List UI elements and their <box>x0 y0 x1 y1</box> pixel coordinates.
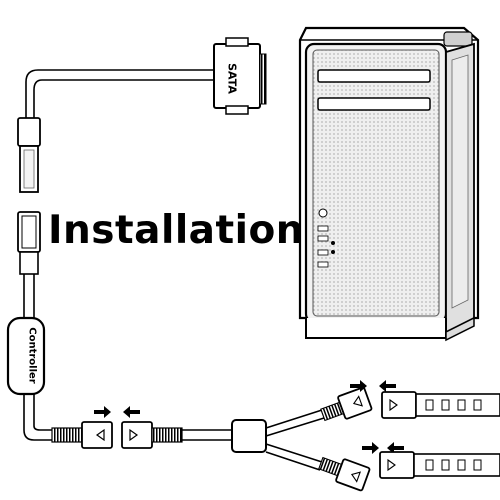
computer-tower <box>298 26 480 342</box>
sata-connector-label: SATA <box>225 63 239 94</box>
splitter-branch-lower <box>265 443 323 471</box>
push-right-arrow-icon <box>350 380 367 392</box>
triangle-marker-icon <box>389 398 398 412</box>
splitter-input-connector <box>121 421 183 449</box>
dc-plug-male <box>17 117 41 193</box>
dc-jack-female <box>17 211 41 275</box>
sata-connector <box>213 37 267 115</box>
triangle-marker-icon <box>352 395 364 407</box>
lower-branch-connector <box>318 456 371 492</box>
push-right-arrow-icon <box>94 406 111 418</box>
triangle-marker-icon <box>95 428 105 442</box>
controller-cable-top <box>23 274 35 318</box>
drive-bay-2 <box>317 97 431 111</box>
sata-cable <box>25 69 214 118</box>
controller-cable-bottom <box>23 394 52 441</box>
push-right-arrow-icon <box>362 442 379 454</box>
tower-feet <box>305 318 447 339</box>
led-strip-upper <box>381 391 500 419</box>
push-left-arrow-icon <box>379 380 396 392</box>
triangle-marker-icon <box>129 428 139 442</box>
upper-branch-connector <box>320 386 373 422</box>
controller-label: Controller <box>26 327 38 384</box>
push-left-arrow-icon <box>123 406 140 418</box>
triangle-marker-icon <box>387 458 396 472</box>
splitter-branch-upper <box>265 409 325 437</box>
led-strip-lower <box>379 451 500 479</box>
front-ports <box>317 208 335 268</box>
controller-box <box>6 316 46 396</box>
triangle-marker-icon <box>350 471 362 483</box>
y-splitter-hub <box>231 419 267 453</box>
drive-bay-1 <box>317 69 431 83</box>
push-left-arrow-icon <box>387 442 404 454</box>
page-title: Installation <box>48 208 305 253</box>
left-male-connector <box>51 421 113 449</box>
